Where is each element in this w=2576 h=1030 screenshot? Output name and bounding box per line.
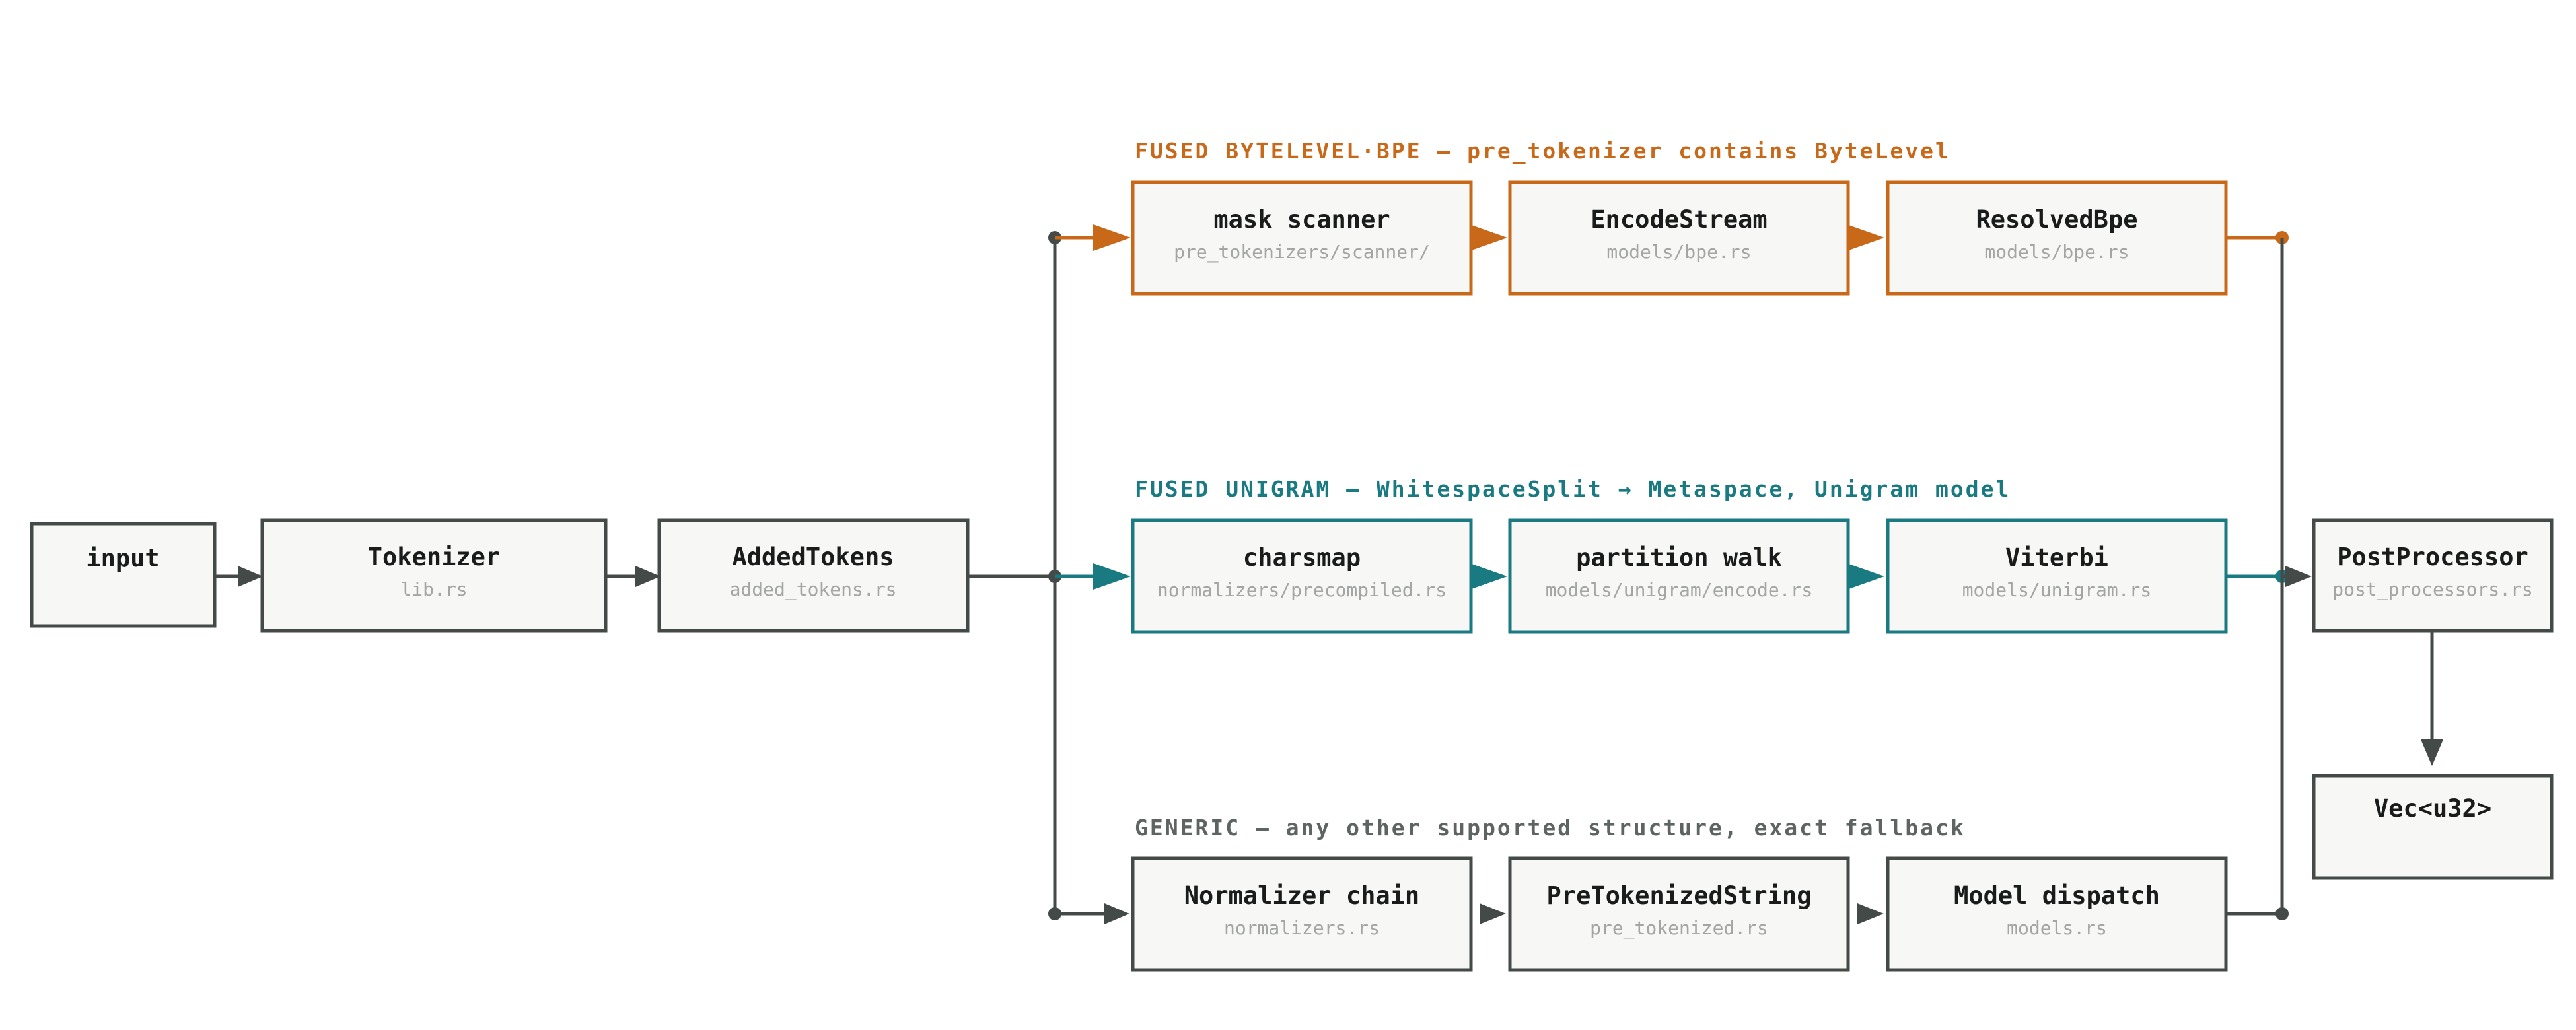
node-title: Normalizer chain [1184, 881, 1419, 910]
node-input: input [30, 522, 217, 628]
connectors [215, 224, 2443, 924]
arrowhead-partition-walk [1470, 563, 1507, 590]
node-pretokenized-string: PreTokenizedString pre_tokenized.rs [1508, 856, 1850, 972]
arrowhead-pretokenized-string [1480, 903, 1506, 924]
node-title: charsmap [1243, 543, 1361, 572]
lane-label-fused-bpe: FUSED BYTELEVEL·BPE — pre_tokenizer cont… [1135, 138, 1950, 164]
arrowhead-encode-stream [1470, 224, 1507, 251]
lane-label-generic: GENERIC — any other supported structure,… [1135, 815, 1966, 841]
node-tokenizer: Tokenizer lib.rs [260, 518, 608, 633]
node-title: ResolvedBpe [1976, 205, 2137, 234]
arrowhead-post-processor [2285, 566, 2312, 587]
lane-label-fused-unigram: FUSED UNIGRAM — WhitespaceSplit → Metasp… [1135, 476, 2011, 502]
node-subtitle: pre_tokenized.rs [1590, 917, 1768, 940]
node-subtitle: normalizers/precompiled.rs [1157, 579, 1447, 601]
arrowhead-model-dispatch [1857, 903, 1884, 924]
arrowhead-added-tokens [635, 566, 661, 587]
arrowhead-viterbi [1847, 563, 1884, 590]
node-title: PostProcessor [2337, 543, 2528, 571]
node-normalizer-chain: Normalizer chain normalizers.rs [1131, 856, 1473, 972]
node-title: mask scanner [1213, 205, 1390, 234]
node-subtitle: models/bpe.rs [1606, 241, 1751, 263]
node-title: EncodeStream [1591, 205, 1767, 234]
arrowhead-normalizer-chain [1104, 903, 1129, 924]
node-viterbi: Viterbi models/unigram.rs [1886, 518, 2228, 634]
node-title: PreTokenizedString [1547, 881, 1812, 910]
node-title: Vec<u32> [2374, 794, 2491, 823]
node-added-tokens: AddedTokens added_tokens.rs [657, 518, 970, 633]
node-subtitle: normalizers.rs [1224, 917, 1380, 939]
node-title: Tokenizer [368, 543, 500, 571]
node-title: input [86, 544, 159, 572]
arrowhead-mask-scanner [1093, 224, 1131, 251]
node-title: AddedTokens [732, 543, 894, 571]
node-subtitle: models.rs [2007, 917, 2107, 939]
node-subtitle: post_processors.rs [2332, 578, 2532, 601]
node-model-dispatch: Model dispatch models.rs [1886, 856, 2228, 972]
node-subtitle: lib.rs [400, 578, 467, 600]
node-subtitle: models/unigram.rs [1962, 579, 2152, 601]
node-charsmap: charsmap normalizers/precompiled.rs [1131, 518, 1473, 634]
node-resolved-bpe: ResolvedBpe models/bpe.rs [1886, 180, 2228, 296]
node-subtitle: models/unigram/encode.rs [1546, 579, 1813, 601]
arrowhead-charsmap [1093, 563, 1131, 590]
node-output-vec-u32: Vec<u32> [2312, 774, 2554, 880]
node-subtitle: pre_tokenizers/scanner/ [1174, 241, 1430, 263]
arrowhead-tokenizer [238, 566, 263, 587]
node-post-processor: PostProcessor post_processors.rs [2312, 518, 2554, 633]
node-subtitle: models/bpe.rs [1984, 241, 2129, 263]
node-title: Model dispatch [1954, 881, 2160, 910]
node-title: partition walk [1576, 543, 1782, 572]
node-partition-walk: partition walk models/unigram/encode.rs [1508, 518, 1850, 634]
arrowhead-resolved-bpe [1847, 224, 1884, 251]
node-mask-scanner: mask scanner pre_tokenizers/scanner/ [1131, 180, 1473, 296]
node-subtitle: added_tokens.rs [730, 578, 897, 601]
node-title: Viterbi [2005, 543, 2108, 572]
arrowhead-output [2421, 739, 2443, 766]
node-encode-stream: EncodeStream models/bpe.rs [1508, 180, 1850, 296]
